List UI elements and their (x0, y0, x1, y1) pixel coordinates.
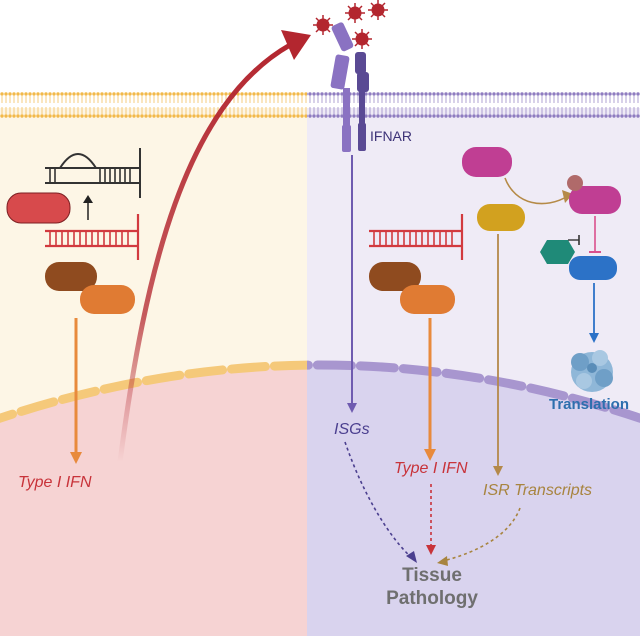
isr-transcripts-label: ISR Transcripts (483, 482, 592, 499)
pathology-label: Pathology (386, 588, 478, 609)
isr-arrowhead (437, 556, 448, 566)
gold-protein (477, 204, 525, 231)
teal-hexagon-protein (540, 240, 575, 264)
ifnar-receptor-icon (330, 22, 369, 152)
red-sensor-protein (6, 192, 71, 224)
right-ifn-arrow (424, 318, 436, 461)
right-nuclear-envelope (307, 360, 640, 423)
secretion-arrow (117, 30, 311, 463)
phospho-magenta-protein (569, 186, 621, 214)
isg-arrow (347, 155, 357, 413)
stem-loop-rna-icon (45, 148, 141, 198)
translation-arrow (589, 283, 599, 343)
tissue-label: Tissue (402, 565, 462, 586)
right-dsrna-icon (369, 214, 464, 260)
isr-arrow (493, 234, 503, 476)
isr-to-pathology-arrow (442, 507, 521, 562)
ifn-arrowhead (426, 545, 436, 555)
phosphate-group (567, 175, 583, 191)
magenta-kinase-protein (462, 147, 512, 177)
right-plasma-membrane (307, 90, 640, 120)
left-plasma-membrane (0, 90, 307, 120)
type1-ifn-right-label: Type I IFN (394, 460, 468, 477)
phosphorylation-arrowhead (562, 190, 573, 203)
pathology-arrows (344, 441, 521, 562)
right-nucleus (307, 365, 640, 636)
isg-arrowhead (406, 551, 417, 563)
ribosome-icon (571, 350, 613, 392)
type1-ifn-left-label: Type I IFN (18, 474, 92, 491)
left-cell (0, 108, 307, 636)
isg-to-pathology-arrow (344, 441, 413, 559)
left-dsrna-icon (45, 214, 140, 260)
translation-label: Translation (549, 396, 629, 413)
left-brown-protein (45, 262, 97, 291)
right-cell (307, 108, 640, 636)
left-ifn-arrow (70, 318, 82, 464)
left-orange-protein (80, 285, 135, 314)
right-orange-protein (400, 285, 455, 314)
phosphorylation-arrow (504, 177, 569, 205)
ifnar-label: IFNAR (370, 128, 412, 144)
virus-particle-icon (313, 0, 388, 49)
blue-protein (569, 256, 617, 280)
left-nuclear-envelope (0, 360, 307, 423)
isgs-label: ISGs (334, 421, 370, 438)
up-arrow-icon (83, 195, 93, 220)
right-brown-protein (369, 262, 421, 291)
